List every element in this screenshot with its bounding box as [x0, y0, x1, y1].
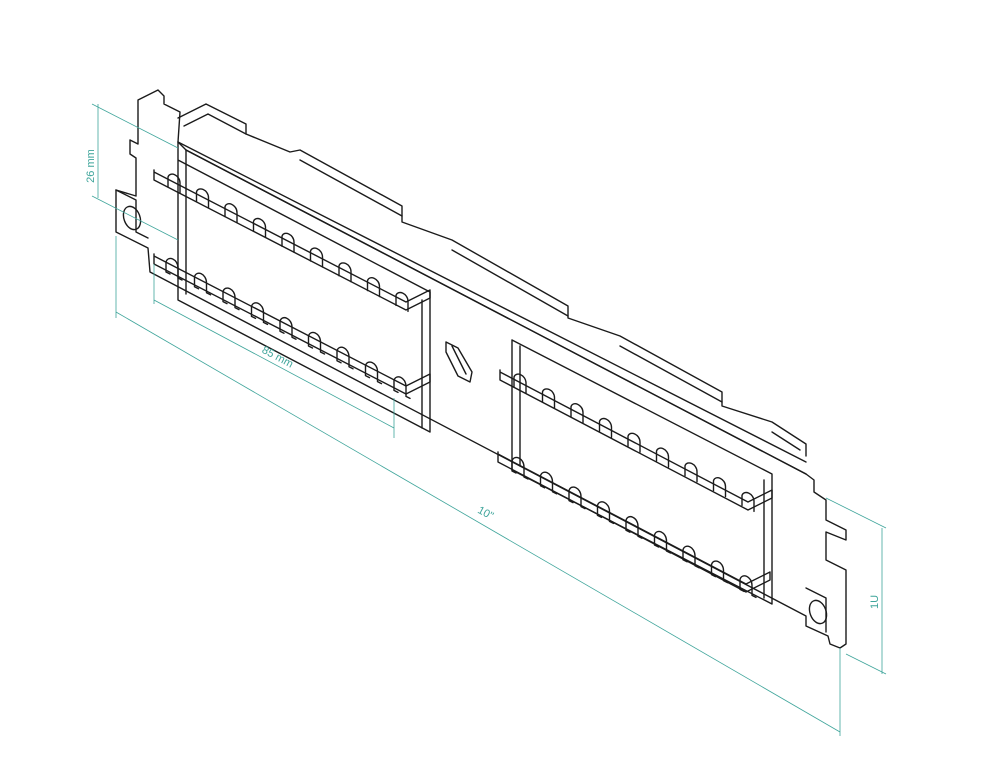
comb-slot [653, 530, 672, 554]
dim-85mm-label: 85 mm [260, 344, 295, 370]
dim-26mm-ext-bottom [91, 195, 179, 241]
comb-slot [710, 560, 729, 584]
comb-slots [165, 173, 757, 599]
dim-1u-ext-bottom [845, 653, 887, 675]
comb-slot [279, 316, 297, 340]
comb-slot [224, 203, 238, 224]
comb-slot [682, 545, 700, 569]
right-port-window [511, 339, 773, 605]
comb-slot [511, 456, 529, 480]
comb-slot [568, 486, 586, 510]
right-mount-hole [808, 599, 828, 625]
comb-slot [596, 501, 615, 525]
left-port-window-inner [185, 149, 423, 429]
right-upper-comb [499, 369, 773, 511]
comb-slot [513, 373, 527, 394]
rear-top-edge [177, 103, 807, 457]
comb-slot [307, 331, 326, 355]
comb-slot [252, 217, 267, 239]
dim-1u-ext-top [825, 497, 887, 529]
left-lower-comb [153, 253, 431, 395]
comb-slot [165, 257, 183, 281]
comb-slot [570, 403, 584, 424]
comb-slot [541, 388, 556, 409]
comb-slot [684, 462, 698, 483]
right-ear [805, 587, 827, 633]
comb-slot [250, 302, 269, 326]
dim-10in-line [115, 311, 841, 733]
patch-panel-outline [115, 89, 847, 649]
dimension-lines [91, 103, 887, 736]
comb-slot [193, 272, 212, 296]
comb-slot [627, 432, 641, 453]
dim-1u-label: 1U [869, 595, 881, 609]
left-mount-hole [122, 205, 142, 231]
center-clip [445, 341, 473, 383]
comb-slot [195, 188, 210, 209]
dim-10in-label: 10" [475, 504, 495, 522]
comb-slot [309, 247, 324, 268]
top-edge [177, 141, 807, 475]
dim-26mm-ext-top [91, 103, 179, 149]
dim-26mm-label: 26 mm [85, 149, 97, 183]
comb-slot [281, 232, 295, 253]
comb-slot [598, 417, 613, 439]
rear-top-edge-inner [183, 113, 801, 451]
comb-slot [364, 361, 383, 385]
right-lower-comb [497, 451, 771, 593]
comb-slot [712, 477, 727, 498]
comb-slot [539, 471, 558, 495]
front-plate-outline [115, 89, 847, 649]
left-ear [115, 189, 149, 239]
comb-slot [222, 287, 240, 311]
comb-slot [393, 376, 411, 400]
comb-slot [739, 575, 757, 599]
comb-slot [336, 346, 354, 370]
right-port-window-inner [519, 345, 765, 599]
comb-slot [338, 262, 352, 283]
comb-slot [366, 277, 381, 298]
left-upper-comb [153, 169, 431, 311]
comb-slot [625, 515, 643, 539]
comb-slot [167, 173, 181, 194]
comb-slot [395, 291, 409, 313]
comb-slot [741, 491, 755, 513]
left-port-window [177, 141, 431, 433]
dim-85mm-line [153, 299, 395, 429]
comb-slot [655, 447, 670, 468]
